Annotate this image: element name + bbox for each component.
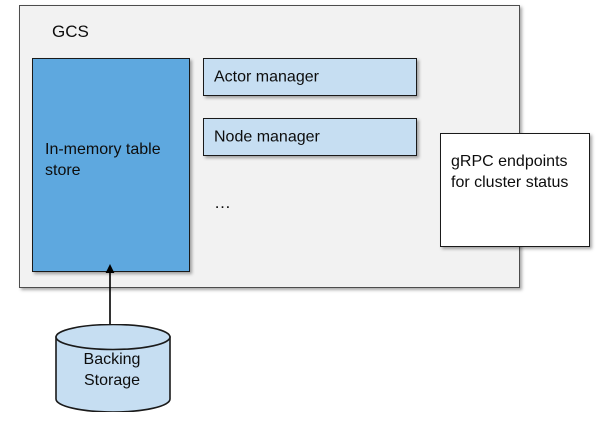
- actor-manager-box: Actor manager: [203, 58, 417, 96]
- node-manager-box: Node manager: [203, 118, 417, 156]
- more-components-ellipsis: …: [214, 193, 232, 212]
- grpc-endpoints-label: gRPC endpoints for cluster status: [451, 153, 569, 191]
- gcs-container-label: GCS: [52, 22, 89, 41]
- in-memory-table-store-box: In-memory table store: [32, 58, 190, 272]
- backing-storage-cylinder: [55, 324, 171, 412]
- actor-manager-label: Actor manager: [214, 68, 319, 86]
- grpc-endpoints-box: gRPC endpoints for cluster status: [440, 133, 590, 247]
- in-memory-table-store-label: In-memory table store: [45, 141, 161, 179]
- node-manager-label: Node manager: [214, 128, 320, 146]
